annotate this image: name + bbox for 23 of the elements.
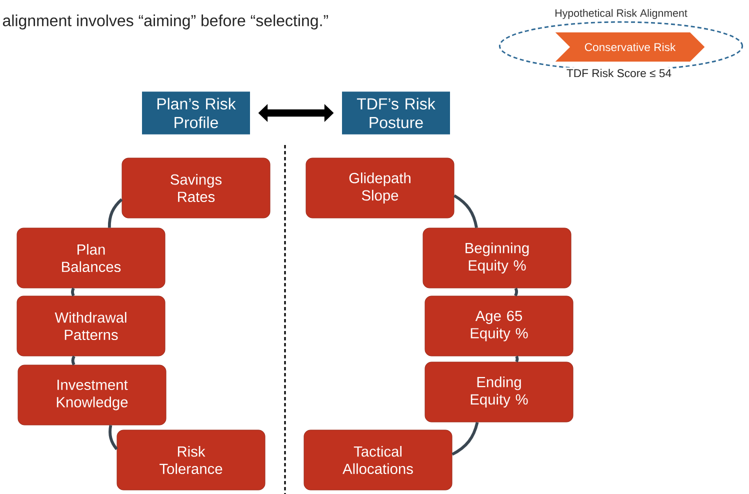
arc-connector: [71, 356, 76, 366]
score-text: TDF Risk Score ≤ 54: [565, 68, 673, 78]
arc-connector: [452, 422, 479, 456]
header-box: Plan’s Risk Profile: [142, 92, 250, 134]
ellipse-heading: Hypothetical Risk Alignment: [555, 9, 688, 19]
header-box: TDF’s Risk Posture: [342, 92, 450, 134]
factor-box: Beginning Equity %: [422, 228, 572, 288]
arc-connector: [454, 194, 478, 228]
arc-connector: [515, 356, 519, 362]
factor-box: Plan Balances: [16, 228, 166, 288]
heading-text: alignment involves “aiming” before “selecting.”: [2, 14, 328, 30]
arc-connector: [71, 288, 75, 296]
factor-box: Savings Rates: [122, 158, 270, 218]
arc-connector: [108, 198, 123, 228]
factor-box: Ending Equity %: [424, 362, 574, 422]
factor-box: Risk Tolerance: [116, 430, 266, 490]
factor-box: Tactical Allocations: [304, 430, 452, 490]
factor-box: Withdrawal Patterns: [16, 296, 166, 356]
factor-box: Glidepath Slope: [306, 158, 454, 218]
arc-connector: [514, 288, 518, 296]
factor-box: Investment Knowledge: [18, 364, 166, 426]
factor-box: Age 65 Equity %: [424, 296, 574, 356]
arc-connector: [108, 425, 118, 450]
